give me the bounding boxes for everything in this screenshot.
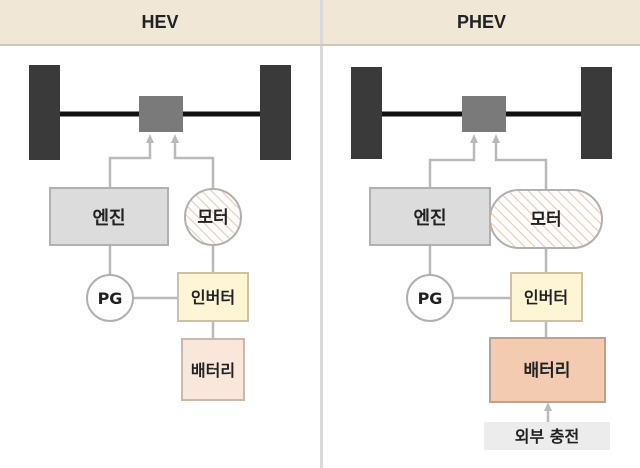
hev-pg-label: PG bbox=[98, 289, 123, 308]
header-divider bbox=[0, 44, 640, 46]
hev-motor-circle bbox=[184, 188, 242, 246]
hev-battery-label: 배터리 bbox=[191, 361, 235, 380]
phev-charging-label-bg bbox=[484, 422, 610, 450]
hev-panel-title: HEV bbox=[0, 0, 320, 44]
phev-battery-box bbox=[489, 337, 606, 403]
hev-diagram: 엔진 모터 PG 인버터 배터리 bbox=[29, 65, 291, 401]
panel-divider bbox=[320, 0, 323, 468]
hev-left-wheel bbox=[29, 65, 60, 160]
phev-engine-to-gearbox-arrow bbox=[428, 134, 478, 188]
phev-charging-label: 외부 충전 bbox=[515, 427, 579, 446]
phev-inverter-label: 인버터 bbox=[524, 288, 568, 307]
phev-motor-pill bbox=[489, 189, 603, 249]
phev-motor-label: 모터 bbox=[530, 210, 561, 230]
phev-motor-to-gearbox-arrow bbox=[492, 134, 548, 190]
phev-right-wheel bbox=[581, 67, 612, 159]
phev-battery-label: 배터리 bbox=[524, 361, 571, 381]
hev-engine-to-gearbox-arrow bbox=[108, 134, 154, 188]
hev-engine-box bbox=[49, 187, 169, 246]
phev-pg-label: PG bbox=[418, 289, 443, 308]
hev-right-wheel bbox=[260, 65, 291, 160]
phev-gearbox bbox=[462, 96, 506, 132]
phev-diagram: 엔진 모터 PG 인버터 배터리 외부 충전 bbox=[351, 67, 612, 450]
phev-inverter-box bbox=[510, 272, 583, 322]
hev-gearbox bbox=[139, 96, 183, 132]
hev-engine-label: 엔진 bbox=[92, 208, 125, 229]
hev-battery-box bbox=[181, 338, 245, 401]
phev-pg-circle bbox=[406, 274, 454, 322]
hev-pg-circle bbox=[86, 274, 134, 322]
hev-inverter-label: 인버터 bbox=[191, 288, 235, 307]
phev-left-wheel bbox=[351, 67, 382, 159]
phev-engine-label: 엔진 bbox=[413, 208, 446, 229]
hev-inverter-box bbox=[177, 272, 249, 322]
hev-motor-to-gearbox-arrow bbox=[171, 134, 215, 188]
hev-motor-label: 모터 bbox=[197, 208, 228, 228]
phev-panel-title: PHEV bbox=[323, 0, 640, 44]
phev-engine-box bbox=[369, 187, 491, 246]
